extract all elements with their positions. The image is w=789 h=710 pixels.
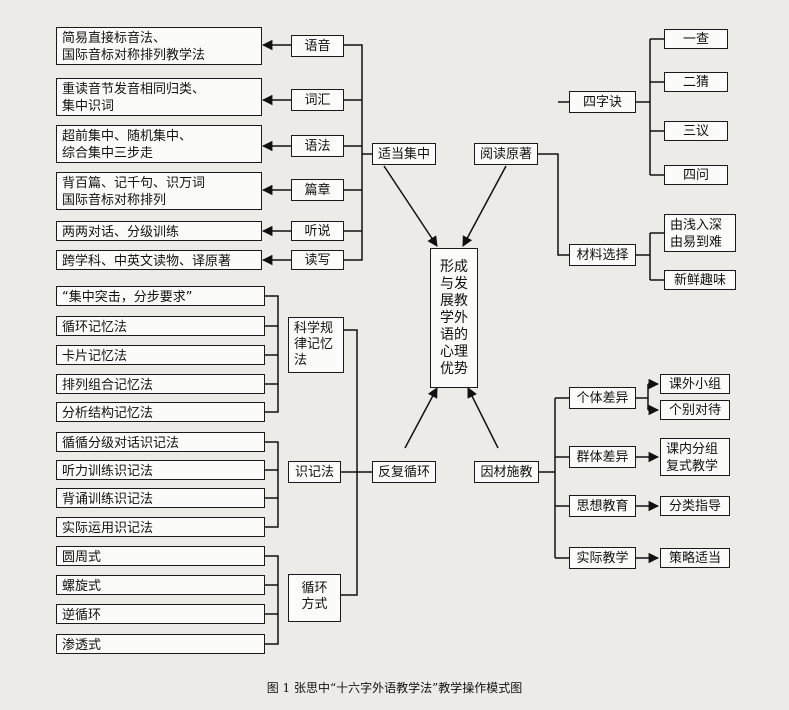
- list-item: 逆循环: [56, 604, 265, 624]
- list-item: 由浅入深 由易到难: [664, 214, 736, 252]
- list-item: 四问: [664, 165, 728, 185]
- group-label: 思想教育: [576, 498, 629, 514]
- label-listening: 听说: [291, 221, 344, 241]
- group-memory-method: 科学规律记忆法: [288, 317, 344, 373]
- item-text: 课外小组: [668, 376, 721, 392]
- desc-listening: 两两对话、分级训练: [56, 221, 262, 241]
- group-label: 群体差异: [576, 449, 629, 465]
- desc-grammar: 超前集中、随机集中、 综合集中三步走: [56, 125, 262, 163]
- item-text: 分类指导: [668, 498, 721, 514]
- label-text: 词汇: [304, 92, 331, 108]
- list-item: 循循分级对话识记法: [56, 432, 265, 452]
- group-individual: 个体差异: [569, 387, 636, 409]
- center-node: 形成与发展教学外语的心理优势: [430, 248, 478, 388]
- group-label: 识记法: [294, 464, 334, 480]
- desc-passage: 背百篇、记千句、识万词 国际音标对称排列: [56, 172, 262, 210]
- item-text: 新鲜趣味: [673, 272, 726, 288]
- list-item: 分析结构记忆法: [56, 402, 265, 422]
- list-item: 循环记忆法: [56, 316, 265, 336]
- item-text: 一查: [682, 31, 709, 47]
- item-text: 策略适当: [668, 550, 721, 566]
- item-text: 三议: [682, 123, 709, 139]
- item-text: 个别对待: [668, 402, 721, 418]
- item-text: 二猜: [682, 74, 709, 90]
- group-label: 科学规律记忆法: [294, 321, 334, 368]
- hub-right-top: 阅读原著: [474, 143, 538, 165]
- group-recall-method: 识记法: [288, 461, 341, 483]
- group-label: 四字诀: [582, 94, 622, 110]
- list-item: 新鲜趣味: [664, 270, 736, 290]
- group-collective: 群体差异: [569, 446, 636, 468]
- group-label: 个体差异: [576, 390, 629, 406]
- label-text: 语法: [304, 138, 331, 154]
- list-item: 课内分组 复式教学: [660, 438, 730, 476]
- desc-vocabulary: 重读音节发音相同归类、 集中识词: [56, 78, 262, 116]
- list-item: 背诵训练识记法: [56, 488, 265, 508]
- list-item: 课外小组: [660, 374, 730, 394]
- label-text: 读写: [304, 252, 331, 268]
- group-label: 材料选择: [576, 247, 629, 263]
- group-practice: 实际教学: [569, 547, 636, 569]
- label-pronunciation: 语音: [291, 35, 344, 57]
- desc-pronunciation: 简易直接标音法、 国际音标对称排列教学法: [56, 27, 262, 65]
- item-text: 四问: [682, 167, 709, 183]
- label-text: 篇章: [304, 182, 331, 198]
- label-vocabulary: 词汇: [291, 89, 344, 111]
- list-item: “集中突击，分步要求”: [56, 286, 265, 306]
- list-item: 渗透式: [56, 634, 265, 654]
- list-item: 二猜: [664, 72, 728, 92]
- group-cycle-method: 循环方式: [288, 574, 341, 622]
- group-label: 循环方式: [301, 581, 328, 612]
- hub-left-bottom-text: 反复循环: [377, 464, 430, 480]
- desc-reading: 跨学科、中英文读物、译原著: [56, 250, 262, 270]
- group-ideology: 思想教育: [569, 495, 636, 517]
- list-item: 圆周式: [56, 546, 265, 566]
- hub-right-bottom-label: 因材施教: [480, 464, 533, 480]
- list-item: 个别对待: [660, 400, 730, 420]
- label-grammar: 语法: [291, 135, 344, 157]
- list-item: 分类指导: [660, 496, 730, 516]
- figure-caption: 图 1 张思中“十六字外语教学法”教学操作模式图: [266, 681, 523, 695]
- hub-right-bottom: 因材施教: [474, 461, 539, 483]
- list-item: 螺旋式: [56, 575, 265, 595]
- label-text-passage: 篇章: [291, 179, 344, 201]
- label-text: 听说: [304, 223, 331, 239]
- hub-left-top-label: 适当集中: [377, 146, 430, 162]
- list-item: 策略适当: [660, 548, 730, 568]
- list-item: 听力训练识记法: [56, 460, 265, 480]
- group-material: 材料选择: [569, 244, 636, 266]
- label-text: 语音: [304, 38, 331, 54]
- group-label: 实际教学: [576, 550, 629, 566]
- list-item: 三议: [664, 121, 728, 141]
- group-four-word: 四字诀: [569, 91, 636, 113]
- center-label: 形成与发展教学外语的心理优势: [440, 258, 468, 377]
- hub-left-bottom: 反复循环: [372, 461, 436, 483]
- list-item: 实际运用识记法: [56, 517, 265, 537]
- list-item: 卡片记忆法: [56, 345, 265, 365]
- list-item: 排列组合记忆法: [56, 374, 265, 394]
- list-item: 一查: [664, 29, 728, 49]
- label-reading: 读写: [291, 250, 344, 270]
- hub-left-top: 适当集中: [372, 143, 436, 165]
- hub-right-top-label: 阅读原著: [479, 146, 532, 162]
